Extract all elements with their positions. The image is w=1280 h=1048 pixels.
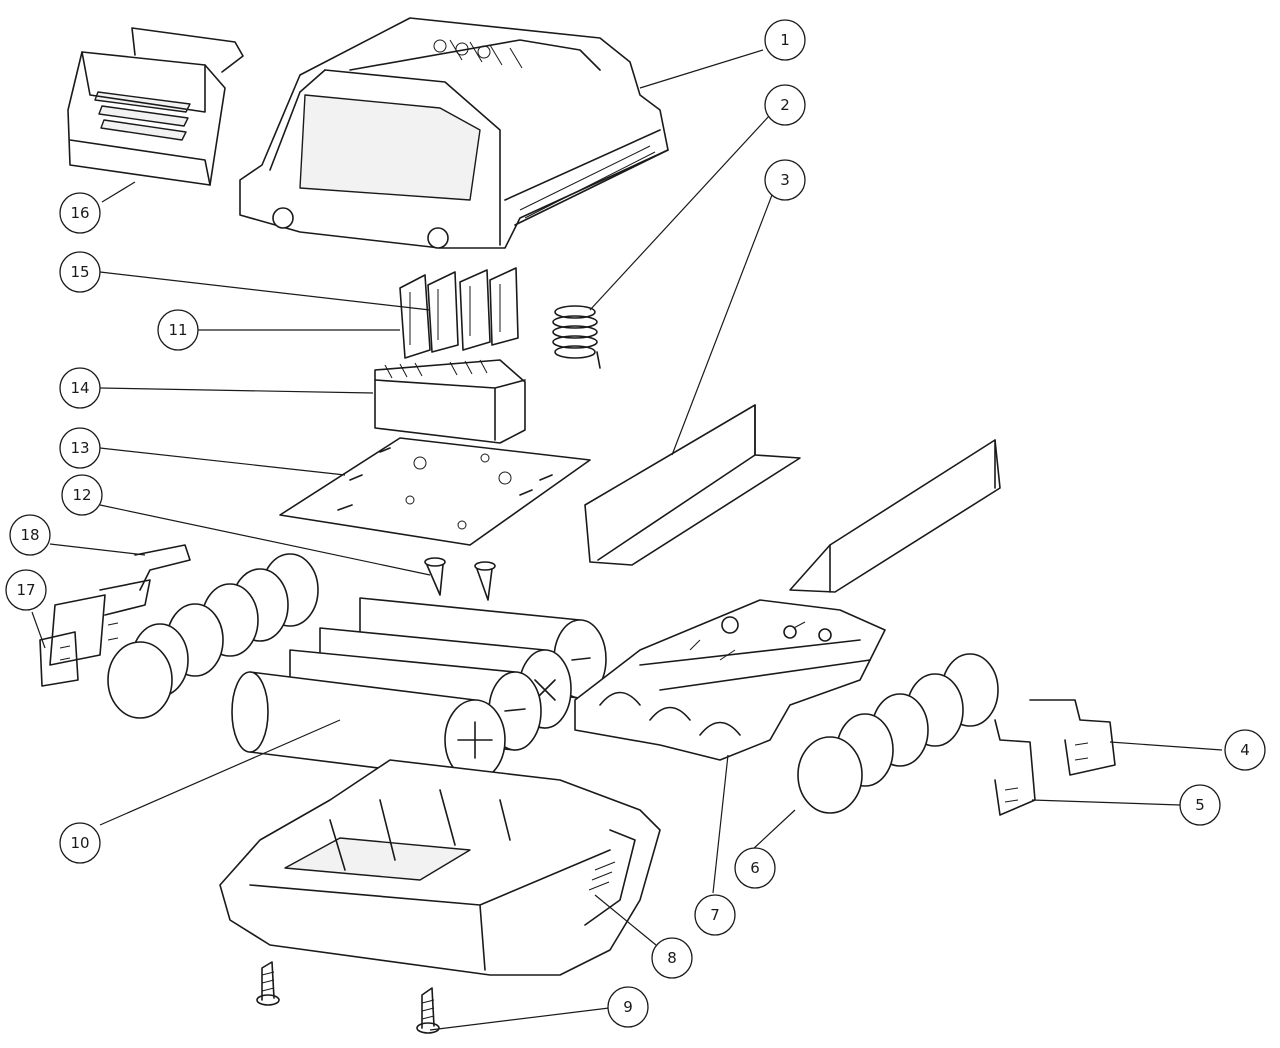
- callout-label: 1: [780, 31, 790, 49]
- callout-label: 13: [70, 439, 89, 457]
- callout-circle: [5, 569, 47, 611]
- callout-circle: [607, 986, 649, 1028]
- callout-label: 15: [70, 263, 89, 281]
- callout-label: 12: [72, 486, 91, 504]
- callout-circle: [59, 427, 101, 469]
- part-battery-cells: [231, 597, 607, 781]
- callout-circle: [157, 309, 199, 351]
- callout-circle: [694, 894, 736, 936]
- part-cell-rings-right: [797, 653, 999, 814]
- callout-label: 5: [1195, 796, 1205, 814]
- part-terminal-block: [374, 359, 526, 444]
- part-insulation-strips: [584, 404, 1001, 593]
- part-circuit-board: [279, 437, 591, 546]
- callout-circle: [651, 937, 693, 979]
- callout-label: 2: [780, 96, 790, 114]
- callout-12: 12: [61, 474, 103, 516]
- callout-2: 2: [764, 84, 806, 126]
- callout-label: 10: [70, 834, 89, 852]
- callout-circle: [764, 19, 806, 61]
- callout-label: 4: [1240, 741, 1250, 759]
- callout-circle: [59, 822, 101, 864]
- callout-8: 8: [651, 937, 693, 979]
- callout-label: 7: [710, 906, 720, 924]
- part-cell-rings-left: [107, 553, 319, 719]
- callout-17: 17: [5, 569, 47, 611]
- callout-9: 9: [607, 986, 649, 1028]
- callout-circle: [764, 159, 806, 201]
- callout-11: 11: [157, 309, 199, 351]
- callout-circle: [59, 192, 101, 234]
- part-left-straps: [39, 544, 191, 687]
- callout-5: 5: [1179, 784, 1221, 826]
- callout-label: 6: [750, 859, 760, 877]
- part-pcb-screws: [424, 557, 496, 601]
- callout-circle: [59, 251, 101, 293]
- callout-circle: [61, 474, 103, 516]
- callout-15: 15: [59, 251, 101, 293]
- part-latch-button: [67, 27, 244, 186]
- callout-label: 3: [780, 171, 790, 189]
- callout-14: 14: [59, 367, 101, 409]
- callout-label: 9: [623, 998, 633, 1016]
- callout-label: 17: [16, 581, 35, 599]
- callout-label: 18: [20, 526, 39, 544]
- part-cell-holder-frame: [574, 599, 886, 761]
- part-right-straps: [994, 699, 1116, 816]
- callout-circle: [1179, 784, 1221, 826]
- part-top-housing: [239, 17, 669, 249]
- callout-4: 4: [1224, 729, 1266, 771]
- callout-label: 8: [667, 949, 677, 967]
- part-bottom-housing: [219, 759, 661, 976]
- callout-circle: [734, 847, 776, 889]
- callout-1: 1: [764, 19, 806, 61]
- part-spring: [552, 305, 601, 369]
- callout-label: 14: [70, 379, 89, 397]
- part-terminal-blades: [399, 267, 519, 359]
- callout-10: 10: [59, 822, 101, 864]
- part-housing-screws: [256, 961, 440, 1034]
- callout-13: 13: [59, 427, 101, 469]
- callout-7: 7: [694, 894, 736, 936]
- callout-18: 18: [9, 514, 51, 556]
- callout-3: 3: [764, 159, 806, 201]
- leader-lines: [31, 49, 1223, 1031]
- callout-16: 16: [59, 192, 101, 234]
- callout-circle: [9, 514, 51, 556]
- callout-label: 16: [70, 204, 89, 222]
- callout-circle: [1224, 729, 1266, 771]
- callout-circle: [59, 367, 101, 409]
- callout-6: 6: [734, 847, 776, 889]
- callout-circle: [764, 84, 806, 126]
- callout-label: 11: [168, 321, 187, 339]
